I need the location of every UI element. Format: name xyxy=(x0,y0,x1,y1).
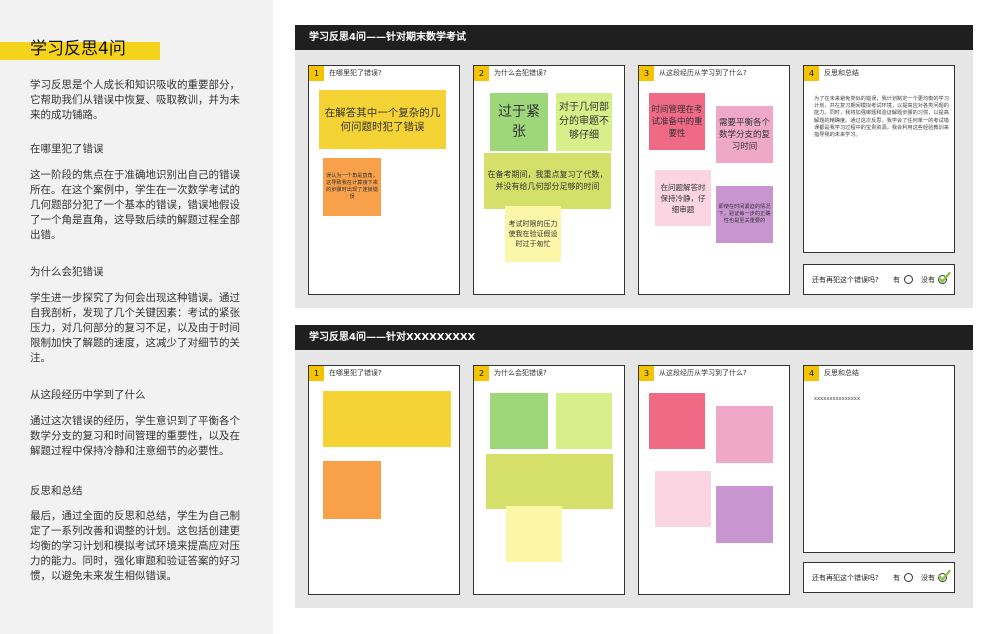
sidebar: 学习反思4问 学习反思是个人成长和知识吸收的重要部分，它帮助我们从错误中恢复、吸… xyxy=(0,0,273,634)
column-label: 在哪里犯了错误? xyxy=(329,369,382,377)
no-radio[interactable] xyxy=(938,573,947,582)
board-header: 学习反思4问——针对XXXXXXXXX xyxy=(295,325,973,350)
section-text-3: 通过这次错误的经历，学生意识到了平衡各个数学分支的复习和时间管理的重要性，以及在… xyxy=(30,415,240,457)
board-title: 学习反思4问——针对XXXXXXXXX xyxy=(309,332,476,343)
summary-text[interactable]: xxxxxxxxxxxxxxx xyxy=(814,396,861,402)
section-text-2: 学生进一步探究了为何会出现这种错误。通过自我剖析，发现了几个关键因素：考试的紧张… xyxy=(30,292,240,364)
column-summary: 4 反思和总结 xxxxxxxxxxxxxxx xyxy=(803,365,955,553)
column-label: 反思和总结 xyxy=(824,369,859,377)
section-text-1: 这一阶段的焦点在于准确地识别出自己的错误所在。在这个案例中，学生在一次数学考试的… xyxy=(30,169,240,241)
note-text: 需要平衡各个数学分支的复习时间 xyxy=(718,117,770,152)
column-why-mistake: 2 为什么会犯错误? xyxy=(473,365,625,595)
board-title: 学习反思4问——针对期末数学考试 xyxy=(309,32,466,43)
column-header: 1 在哪里犯了错误? xyxy=(309,366,459,381)
column-number: 3 xyxy=(639,66,654,81)
reflection-board-2: 学习反思4问——针对XXXXXXXXX 1 在哪里犯了错误? 2 为什么会犯错误… xyxy=(295,325,973,608)
check-question: 还有再犯这个错误吗? xyxy=(812,276,879,284)
column-number: 2 xyxy=(474,66,489,81)
sticky-note[interactable] xyxy=(490,393,548,449)
page-title: 学习反思4问 xyxy=(30,39,126,59)
column-summary: 4 反思和总结 为了在未来避免类似的错误，我计划制定一个更均衡的学习计划，并在复… xyxy=(803,65,955,253)
column-number: 1 xyxy=(309,366,324,381)
section-heading-1: 在哪里犯了错误 xyxy=(30,143,104,155)
note-text: 在问题解答时保持冷静，仔细审题 xyxy=(660,182,706,214)
column-number: 4 xyxy=(804,366,819,381)
sticky-note[interactable]: 需要平衡各个数学分支的复习时间 xyxy=(716,106,773,163)
sticky-note[interactable]: 时间管理在考试准备中的重要性 xyxy=(649,93,705,150)
column-where-mistake: 1 在哪里犯了错误? 在解答其中一个复杂的几何问题时犯了错误 误认为一个角是直角… xyxy=(308,65,460,295)
note-text: 在解答其中一个复杂的几何问题时犯了错误 xyxy=(324,106,441,133)
section-heading-3: 从这段经历中学到了什么 xyxy=(30,389,146,401)
sticky-note[interactable] xyxy=(716,406,773,463)
note-text: 时间管理在考试准备中的重要性 xyxy=(651,104,703,139)
column-number: 2 xyxy=(474,366,489,381)
title-highlight xyxy=(0,42,160,60)
sticky-note[interactable]: 误认为一个角是直角，这导致我在计算接下来的步骤时出现了连锁错误 xyxy=(323,158,381,216)
sticky-note[interactable]: 在解答其中一个复杂的几何问题时犯了错误 xyxy=(319,90,446,149)
column-number: 4 xyxy=(804,66,819,81)
reflection-board-1: 学习反思4问——针对期末数学考试 1 在哪里犯了错误? 在解答其中一个复杂的几何… xyxy=(295,25,973,308)
column-label: 从这段经历从学习到了什么? xyxy=(659,69,747,77)
sticky-note[interactable] xyxy=(655,471,711,527)
note-text: 即使在时间紧迫的情况下，验证每一步的正确性也是至关重要的 xyxy=(718,204,771,224)
sidebar-title-block: 学习反思4问 xyxy=(0,38,160,62)
column-header: 4 反思和总结 xyxy=(804,366,954,381)
note-text: 对于几何部分的审题不够仔细 xyxy=(559,102,609,141)
sticky-note[interactable]: 在备考期间，我重点复习了代数，并没有给几何部分足够的时间 xyxy=(484,153,611,209)
note-text: 过于紧张 xyxy=(498,104,540,140)
note-text: 在备考期间，我重点复习了代数，并没有给几何部分足够的时间 xyxy=(487,170,608,191)
board-header: 学习反思4问——针对期末数学考试 xyxy=(295,25,973,50)
sticky-note[interactable] xyxy=(486,454,613,509)
no-label: 没有 xyxy=(921,574,935,582)
section-heading-4: 反思和总结 xyxy=(30,485,83,497)
note-text: 考试时限的压力使我在验证假设时过于匆忙 xyxy=(508,220,558,248)
yes-radio[interactable] xyxy=(904,573,913,582)
checkmark-icon xyxy=(937,271,951,283)
sticky-note[interactable] xyxy=(716,486,773,543)
sticky-note[interactable]: 考试时限的压力使我在验证假设时过于匆忙 xyxy=(505,206,561,262)
checkmark-icon xyxy=(937,569,951,581)
sticky-note[interactable]: 对于几何部分的审题不够仔细 xyxy=(556,93,612,151)
column-header: 4 反思和总结 xyxy=(804,66,954,81)
section-text-4: 最后，通过全面的反思和总结，学生为自己制定了一系列改善和调整的计划。这包括创建更… xyxy=(30,510,240,582)
column-label: 从这段经历从学习到了什么? xyxy=(659,369,747,377)
column-header: 2 为什么会犯错误? xyxy=(474,66,624,81)
column-header: 3 从这段经历从学习到了什么? xyxy=(639,366,789,381)
column-header: 1 在哪里犯了错误? xyxy=(309,66,459,81)
column-header: 3 从这段经历从学习到了什么? xyxy=(639,66,789,81)
column-lessons-learned: 3 从这段经历从学习到了什么? 时间管理在考试准备中的重要性 需要平衡各个数学分… xyxy=(638,65,790,295)
note-text: 误认为一个角是直角，这导致我在计算接下来的步骤时出现了连锁错误 xyxy=(326,173,378,200)
column-label: 在哪里犯了错误? xyxy=(329,69,382,77)
column-label: 为什么会犯错误? xyxy=(494,369,547,377)
recurrence-check: 还有再犯这个错误吗? 有 没有 xyxy=(803,562,955,593)
summary-text[interactable]: 为了在未来避免类似的错误，我计划制定一个更均衡的学习计划，并在复习期间模拟考试环… xyxy=(814,96,949,139)
column-label: 反思和总结 xyxy=(824,69,859,77)
recurrence-check: 还有再犯这个错误吗? 有 没有 xyxy=(803,264,955,295)
column-label: 为什么会犯错误? xyxy=(494,69,547,77)
sticky-note[interactable]: 过于紧张 xyxy=(490,93,548,151)
sticky-note[interactable] xyxy=(506,506,562,562)
check-question: 还有再犯这个错误吗? xyxy=(812,574,879,582)
section-heading-2: 为什么会犯错误 xyxy=(30,266,104,278)
sticky-note[interactable]: 即使在时间紧迫的情况下，验证每一步的正确性也是至关重要的 xyxy=(716,186,773,243)
no-label: 没有 xyxy=(921,276,935,284)
sticky-note[interactable] xyxy=(556,393,612,449)
intro-text: 学习反思是个人成长和知识吸收的重要部分，它帮助我们从错误中恢复、吸取教训，并为未… xyxy=(30,79,240,121)
sticky-note[interactable] xyxy=(649,393,705,449)
column-lessons-learned: 3 从这段经历从学习到了什么? xyxy=(638,365,790,595)
yes-label: 有 xyxy=(893,276,900,284)
column-where-mistake: 1 在哪里犯了错误? xyxy=(308,365,460,595)
yes-label: 有 xyxy=(893,574,900,582)
yes-radio[interactable] xyxy=(904,275,913,284)
column-number: 3 xyxy=(639,366,654,381)
sticky-note[interactable] xyxy=(323,391,451,447)
no-radio[interactable] xyxy=(938,275,947,284)
column-number: 1 xyxy=(309,66,324,81)
column-why-mistake: 2 为什么会犯错误? 过于紧张 对于几何部分的审题不够仔细 在备考期间，我重点复… xyxy=(473,65,625,295)
sticky-note[interactable]: 在问题解答时保持冷静，仔细审题 xyxy=(655,170,711,226)
sticky-note[interactable] xyxy=(323,461,381,519)
column-header: 2 为什么会犯错误? xyxy=(474,366,624,381)
